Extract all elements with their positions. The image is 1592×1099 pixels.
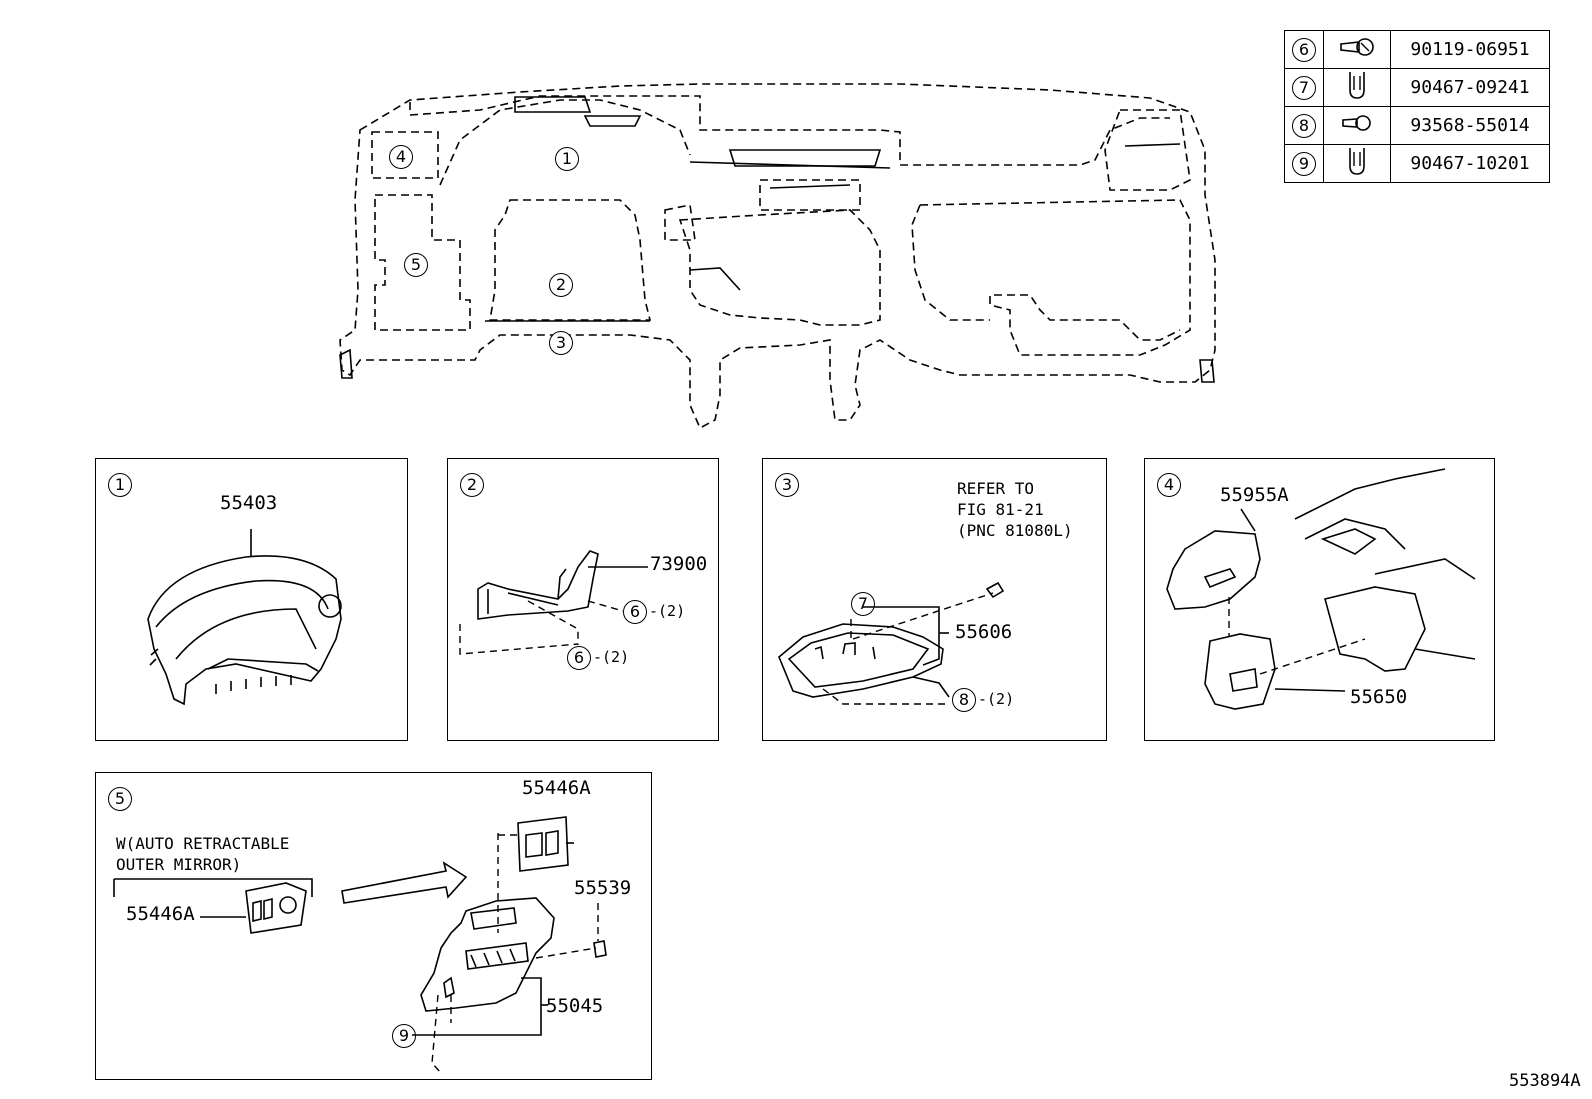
clip-icon xyxy=(1349,148,1365,175)
side-vent-drawing xyxy=(1166,468,1476,710)
marker-2: 2 xyxy=(549,273,573,297)
part-label-55955A: 55955A xyxy=(1220,484,1289,506)
part-number: 90467-10201 xyxy=(1390,144,1550,183)
marker-1: 1 xyxy=(555,147,579,171)
table-row: 6 90119-06951 xyxy=(1284,30,1550,69)
lower-panel-drawing xyxy=(459,550,648,655)
qty-label: -(2) xyxy=(593,648,630,666)
table-row: 7 90467-09241 xyxy=(1284,68,1550,107)
part-number: 90467-09241 xyxy=(1390,68,1550,107)
panel-3-console-tray: 3 REFER TO FIG 81-21 (PNC 81080L) 7 5560… xyxy=(762,458,1107,741)
fastener-parts-table: 6 90119-06951 7 90467-09241 8 xyxy=(1284,30,1550,183)
figure-id: 553894A xyxy=(1509,1071,1581,1091)
condition-note: W(AUTO RETRACTABLE OUTER MIRROR) xyxy=(116,834,290,874)
part-label-55446A: 55446A xyxy=(522,777,591,799)
screw-icon xyxy=(1342,115,1371,131)
ref-9: 9 xyxy=(392,1024,416,1048)
panel-2-lower-panel: 2 73900 6 -(2) 6 -(2) xyxy=(447,458,719,741)
part-label-55446A: 55446A xyxy=(126,903,195,925)
table-row: 9 90467-10201 xyxy=(1284,144,1550,183)
part-number: 93568-55014 xyxy=(1390,106,1550,145)
table-row: 8 93568-55014 xyxy=(1284,106,1550,145)
part-label-55045: 55045 xyxy=(546,995,604,1017)
panel-number: 2 xyxy=(460,473,484,497)
panel-1-cluster-hood: 1 55403 xyxy=(95,458,408,741)
switch-panel-drawing xyxy=(113,816,607,1074)
panel-number: 3 xyxy=(775,473,799,497)
part-label-73900: 73900 xyxy=(650,553,708,575)
panel-number: 1 xyxy=(108,473,132,497)
part-number: 90119-06951 xyxy=(1390,30,1550,69)
panel-5-switch-panel: 5 W(AUTO RETRACTABLE OUTER MIRROR) 55446… xyxy=(95,772,652,1080)
cluster-hood-drawing xyxy=(147,529,342,706)
part-label-55606: 55606 xyxy=(955,621,1013,643)
panel-number: 4 xyxy=(1157,473,1181,497)
ref-7: 7 xyxy=(851,592,875,616)
marker-4: 4 xyxy=(389,145,413,169)
ref-number: 7 xyxy=(1292,75,1316,100)
ref-8: 8 xyxy=(952,688,976,712)
clip-icon xyxy=(1349,72,1365,99)
ref-6: 6 xyxy=(623,600,647,624)
qty-label: -(2) xyxy=(649,602,686,620)
panel-4-side-vent: 4 55955A 55650 xyxy=(1144,458,1495,741)
ref-number: 6 xyxy=(1292,37,1316,62)
marker-3: 3 xyxy=(549,331,573,355)
marker-5: 5 xyxy=(404,253,428,277)
ref-number: 9 xyxy=(1292,151,1316,176)
refer-note: REFER TO FIG 81-21 (PNC 81080L) xyxy=(957,479,1073,540)
ref-number: 8 xyxy=(1292,113,1316,138)
part-label-55650: 55650 xyxy=(1350,686,1408,708)
part-label-55539: 55539 xyxy=(574,877,632,899)
part-label-55403: 55403 xyxy=(220,492,278,514)
qty-label: -(2) xyxy=(978,690,1015,708)
console-tray-drawing xyxy=(778,581,1005,705)
bolt-icon xyxy=(1340,38,1374,56)
panel-number: 5 xyxy=(108,787,132,811)
ref-6: 6 xyxy=(567,646,591,670)
